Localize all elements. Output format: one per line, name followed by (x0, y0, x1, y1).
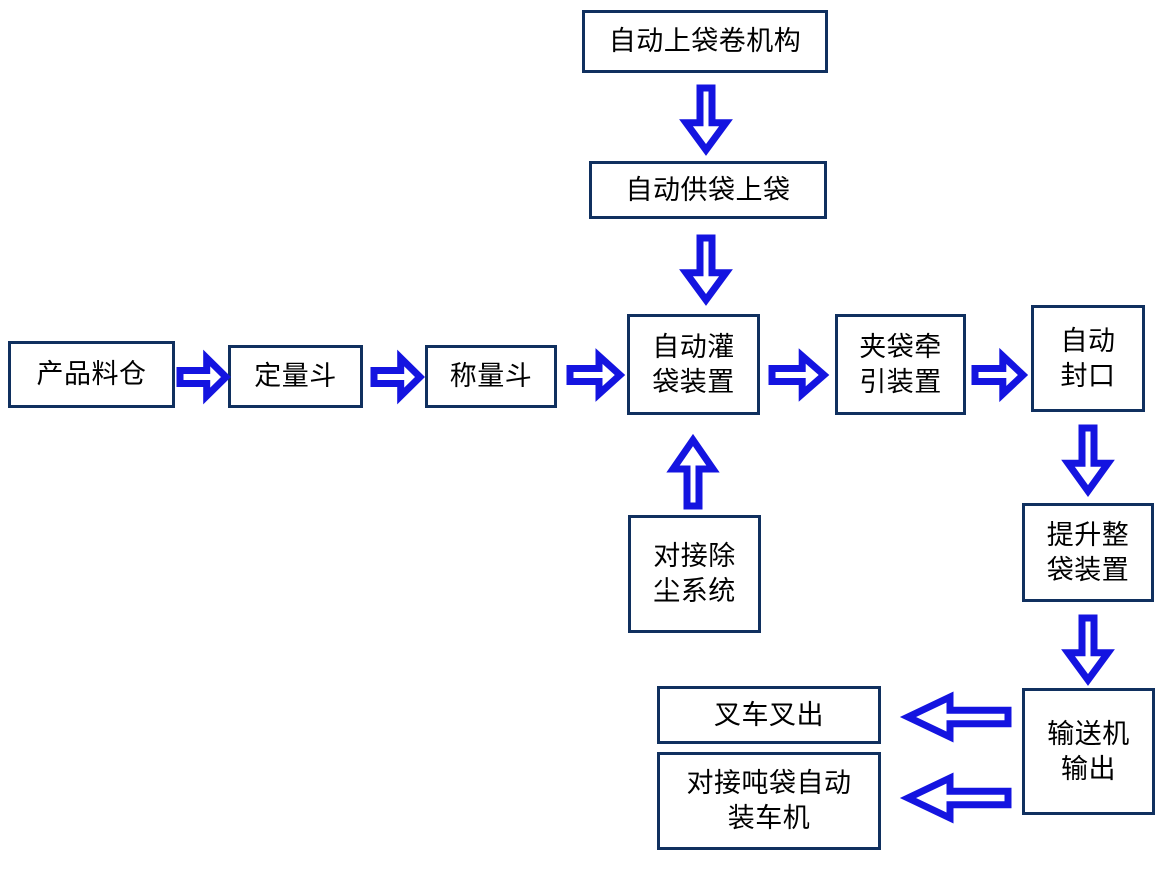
arrow-glyph-icon (679, 234, 733, 306)
arrow-glyph-icon (666, 433, 720, 510)
node-conveyor-output: 输送机 输出 (1022, 688, 1155, 815)
arrow-glyph-icon (176, 349, 231, 405)
arrow-left-a-conveyor-to-fork (899, 691, 1012, 743)
node-bag-clamp-pull: 夹袋牵 引装置 (835, 314, 966, 415)
node-dust-collection: 对接除 尘系统 (628, 515, 761, 633)
arrow-glyph-icon (1061, 614, 1115, 686)
node-auto-bag-filler: 自动灌 袋装置 (627, 314, 760, 415)
arrow-left-a-conveyor-to-ton (899, 772, 1012, 824)
node-product-silo: 产品料仓 (8, 341, 175, 408)
node-lift-bag-shaper: 提升整 袋装置 (1022, 503, 1154, 602)
arrow-glyph-icon (899, 772, 1012, 824)
arrow-down-a-lift-to-conveyor (1061, 614, 1115, 686)
arrow-down-a-roll-to-feed (679, 84, 733, 156)
arrow-down-a-feed-to-filler (679, 234, 733, 306)
arrow-glyph-icon (566, 348, 626, 402)
node-auto-bag-roll: 自动上袋卷机构 (582, 10, 828, 73)
arrow-right-a-silo-to-dosing (176, 349, 231, 405)
arrow-glyph-icon (768, 348, 830, 402)
node-forklift-out: 叉车叉出 (657, 686, 881, 744)
arrow-glyph-icon (1061, 424, 1115, 497)
node-weighing-hopper: 称量斗 (425, 345, 557, 408)
arrow-right-a-dosing-to-weigh (370, 349, 425, 405)
arrow-glyph-icon (971, 347, 1029, 403)
arrow-glyph-icon (370, 349, 425, 405)
node-dosing-hopper: 定量斗 (228, 345, 363, 408)
node-ton-bag-loader: 对接吨袋自动 装车机 (657, 752, 881, 850)
arrow-right-a-weigh-to-filler (566, 348, 626, 402)
arrow-up-a-dust-to-filler (666, 433, 720, 510)
arrow-glyph-icon (899, 691, 1012, 743)
arrow-down-a-seal-to-lift (1061, 424, 1115, 497)
node-auto-sealing: 自动 封口 (1031, 305, 1145, 412)
node-auto-bag-feed: 自动供袋上袋 (589, 161, 827, 219)
arrow-right-a-filler-to-clamp (768, 348, 830, 402)
arrow-glyph-icon (679, 84, 733, 156)
arrow-right-a-clamp-to-seal (971, 347, 1029, 403)
